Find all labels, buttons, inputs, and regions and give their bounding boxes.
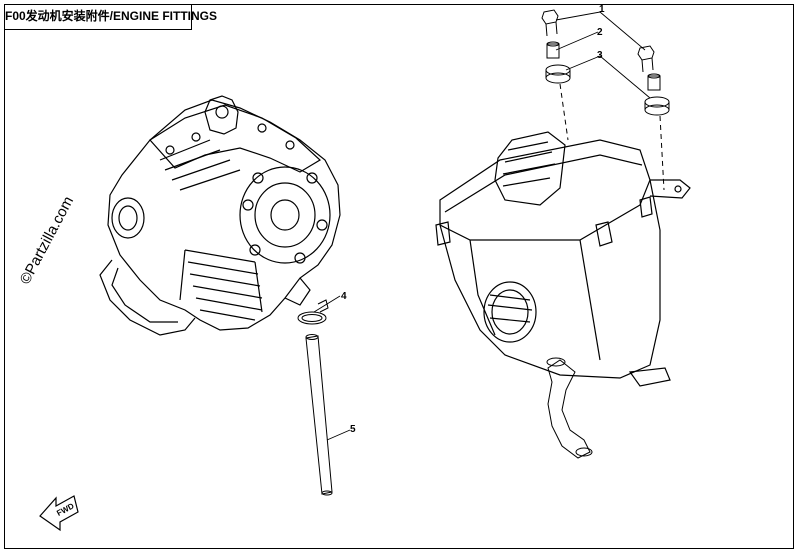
bolt-right — [637, 45, 655, 73]
callout-5: 5 — [350, 424, 356, 435]
grommet-left — [545, 64, 571, 84]
grommet-right — [644, 96, 670, 116]
callout-1: 1 — [599, 4, 605, 15]
callout-3: 3 — [597, 50, 603, 61]
diagram-frame — [4, 4, 794, 549]
diagram-title: F00发动机安装附件/ENGINE FITTINGS — [4, 4, 217, 30]
assembly-lines — [559, 83, 665, 191]
callout-2: 2 — [597, 27, 603, 38]
collar-right — [647, 73, 661, 91]
engine-assembly — [99, 95, 341, 336]
forward-arrow-icon — [39, 495, 79, 532]
breather-hose — [305, 334, 333, 496]
air-filter-box — [435, 131, 691, 387]
callout-leaders — [313, 11, 651, 441]
drain-hose — [546, 357, 593, 459]
bolt-left — [541, 9, 559, 37]
collar-left — [546, 41, 560, 59]
callout-4: 4 — [341, 291, 347, 302]
forward-arrow-label: FWD — [55, 501, 76, 518]
